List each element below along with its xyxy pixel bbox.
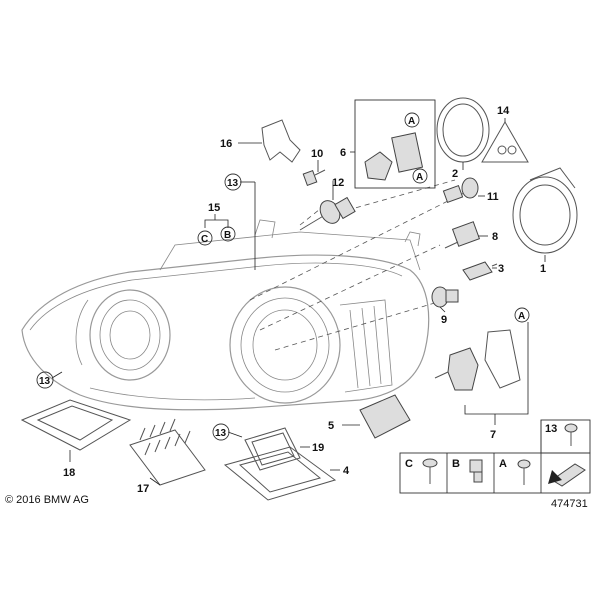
callout-13-top: 13 (227, 178, 239, 189)
xenon-bulb-part-12 (299, 196, 356, 231)
screw-13-icon (564, 423, 578, 446)
bulb-part-9 (431, 286, 459, 308)
headlight-housing (21, 219, 430, 411)
letter-a-top: A (408, 116, 415, 127)
circle-13-left (36, 371, 54, 389)
callout-2: 2 (452, 168, 458, 180)
legend-a-label: A (499, 458, 507, 470)
heatsink-part-17 (129, 418, 206, 486)
ballast-part-4 (223, 446, 337, 501)
callout-14: 14 (497, 105, 510, 117)
screw-a-icon (517, 459, 531, 485)
callout-13-bottom: 13 (215, 428, 227, 439)
callout-5: 5 (328, 420, 334, 432)
callout-16: 16 (220, 138, 232, 150)
callout-3: 3 (498, 263, 504, 275)
bulb-part-11 (442, 177, 479, 204)
assembly-lines (249, 179, 471, 351)
letter-a-side: A (416, 172, 423, 183)
gasket-part-19 (244, 427, 301, 471)
copyright-text: © 2016 BMW AG (5, 494, 89, 506)
screw-c-icon (422, 458, 438, 484)
callout-12: 12 (332, 177, 344, 189)
bulb-part-8 (444, 221, 481, 249)
callout-11: 11 (487, 191, 499, 203)
clip-b-icon (469, 459, 483, 483)
control-module-part-5 (359, 394, 411, 439)
warning-label-14 (481, 120, 529, 163)
callout-9: 9 (441, 314, 447, 326)
callout-13-left: 13 (39, 376, 51, 387)
callout-15: 15 (208, 202, 220, 214)
bulb-part-10 (302, 169, 326, 186)
motor-part-7 (434, 329, 521, 391)
circle-13-bottom (212, 423, 230, 441)
circle-13-top (224, 173, 242, 191)
ballast-housing-part-18 (20, 399, 132, 451)
callout-10: 10 (311, 148, 323, 160)
legend-c-label: C (405, 458, 413, 470)
diagram-number: 474731 (551, 498, 588, 510)
ring-part-2 (436, 97, 490, 163)
arrow-icon (548, 463, 586, 487)
letter-c-15: C (201, 234, 208, 245)
callout-6: 6 (340, 147, 346, 159)
leader-lines (51, 118, 546, 486)
bracket-part-16 (261, 119, 301, 163)
callout-7: 7 (490, 429, 496, 441)
cover-part-1 (512, 167, 578, 254)
callout-4: 4 (343, 465, 350, 477)
callout-17: 17 (137, 483, 149, 495)
callout-1: 1 (540, 263, 546, 275)
circle-a-mid (514, 307, 530, 323)
circle-a-top (404, 112, 420, 128)
group-box-6 (354, 99, 436, 189)
circle-a-side (412, 168, 428, 184)
letter-b-15: B (224, 230, 231, 241)
circle-15-c (197, 230, 213, 246)
callout-numbers: 1 2 3 4 5 6 7 8 9 10 11 12 13 13 13 14 1… (39, 105, 546, 495)
legend-13-label: 13 (545, 423, 557, 435)
fastener-legend: C B A 13 (399, 419, 591, 494)
callout-19: 19 (312, 442, 324, 454)
legend-b-label: B (452, 458, 460, 470)
callout-18: 18 (63, 467, 75, 479)
socket-part-3 (462, 261, 498, 281)
ignitor-part-6 (364, 132, 424, 181)
circle-15-b (220, 226, 236, 242)
letter-a-mid: A (518, 311, 525, 322)
callout-8: 8 (492, 231, 498, 243)
